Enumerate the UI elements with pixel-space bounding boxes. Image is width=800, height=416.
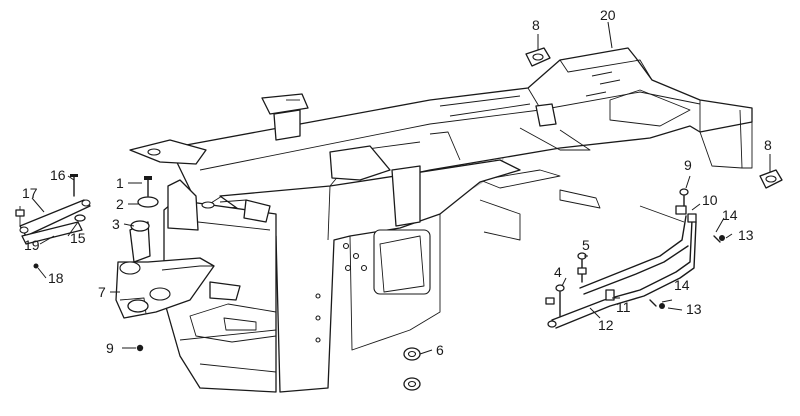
stabilizer-link-parts xyxy=(15,174,91,269)
rubber-pad-8-top xyxy=(525,47,551,67)
nut-18 xyxy=(33,263,39,269)
callout-3: 3 xyxy=(112,216,120,232)
frame-rail-20 xyxy=(129,47,753,241)
fitting-4 xyxy=(555,284,565,292)
callout-16: 16 xyxy=(50,167,66,183)
link-19 xyxy=(21,221,83,245)
bolt-14a xyxy=(713,235,721,243)
pipe-assembly xyxy=(545,188,725,329)
callout-1: 1 xyxy=(116,175,124,191)
bolt-14b xyxy=(649,299,657,307)
rubber-pad-6 xyxy=(403,347,421,391)
callout-19: 19 xyxy=(24,237,40,253)
callout-8-right: 8 xyxy=(764,137,772,153)
callout-labels: 1 2 3 4 5 6 7 8 8 9 9 10 11 12 13 13 14 … xyxy=(22,7,772,358)
nut-13a xyxy=(719,235,725,241)
callout-10: 10 xyxy=(702,192,718,208)
callout-18: 18 xyxy=(48,270,64,286)
callout-6: 6 xyxy=(436,342,444,358)
callout-13-lower: 13 xyxy=(686,301,702,317)
frame-body xyxy=(163,131,521,393)
leader-lines xyxy=(31,21,771,355)
callout-12: 12 xyxy=(598,317,614,333)
rubber-pad-8-right xyxy=(759,169,783,189)
callout-8-top: 8 xyxy=(532,17,540,33)
callout-15: 15 xyxy=(70,230,86,246)
washer-15 xyxy=(74,214,86,222)
callout-14-right: 14 xyxy=(722,207,738,223)
clamp-10 xyxy=(675,205,687,215)
callout-7: 7 xyxy=(98,284,106,300)
callout-9-left: 9 xyxy=(106,340,114,356)
callout-13-right: 13 xyxy=(738,227,754,243)
front-hanger-assembly xyxy=(115,176,215,352)
callout-11: 11 xyxy=(616,299,631,315)
callout-4: 4 xyxy=(554,264,562,280)
clamp-11 xyxy=(605,289,615,301)
nut-13b xyxy=(659,303,665,309)
callout-2: 2 xyxy=(116,196,124,212)
callout-14-lower: 14 xyxy=(674,277,690,293)
callout-20: 20 xyxy=(600,7,616,23)
callout-5: 5 xyxy=(582,237,590,253)
callout-9-right: 9 xyxy=(684,157,692,173)
washer-2 xyxy=(137,196,159,208)
fitting-9 xyxy=(679,188,689,196)
nut-9-left xyxy=(136,344,144,352)
callout-17: 17 xyxy=(22,185,38,201)
